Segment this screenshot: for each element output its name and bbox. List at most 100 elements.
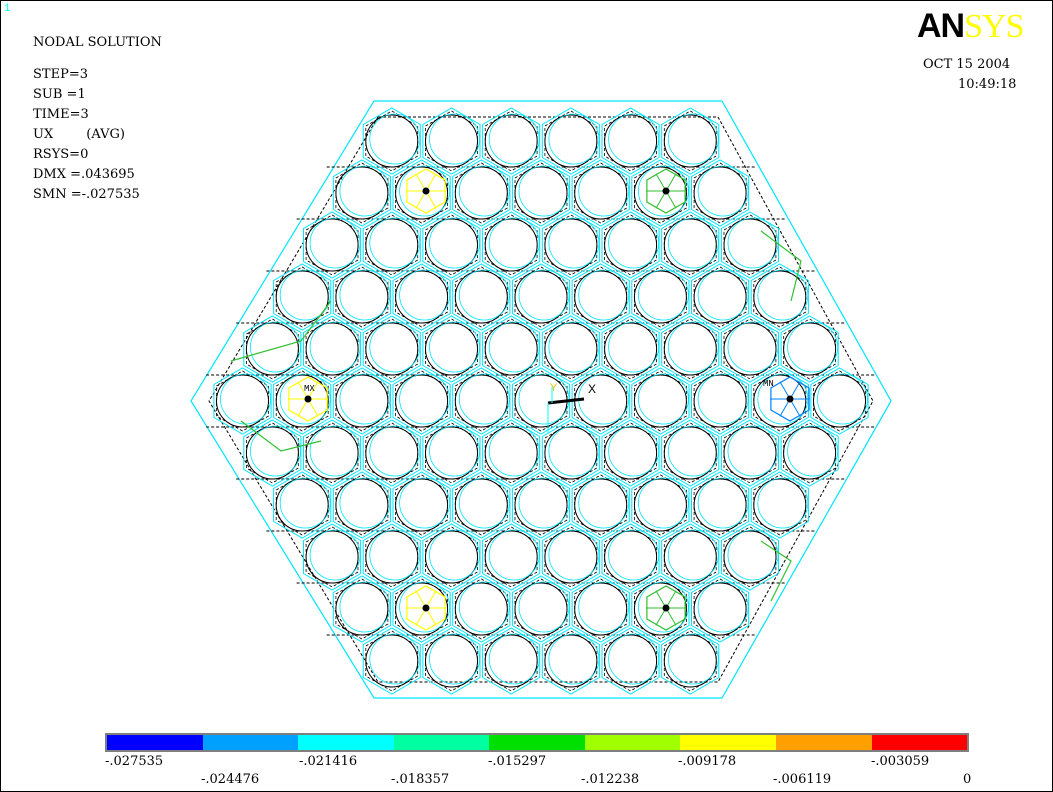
mesh-hex-cell [422,627,481,695]
mesh-pin-circle-deformed [667,113,719,165]
mesh-hex-dashed [305,318,359,380]
mesh-hex-dashed [544,422,598,484]
mesh-hex-cell [691,263,750,331]
mesh-hex-dashed [335,370,389,432]
mesh-pin-circle-deformed [458,165,510,217]
mesh-pin-circle-deformed [220,373,271,425]
mesh-pin-circle-deformed [787,321,838,373]
mesh-pin-circle [693,582,747,636]
mesh-pin-circle-deformed [697,373,749,425]
mesh-pin-circle [365,218,419,272]
mesh-hex-dashed [604,526,657,588]
mesh-pin-circle-deformed [697,269,749,321]
mesh-pin-circle [753,478,807,532]
mesh-hex-cell [720,315,779,383]
mesh-hex-cell [571,263,630,331]
mesh-hex-dashed [783,318,836,380]
mesh-pin-circle-deformed [578,373,630,425]
mesh-pin-circle [574,166,628,220]
mesh-pin-circle [633,582,687,636]
mesh-pin-circle [305,530,359,584]
window-number: 1 [4,3,11,15]
mesh-hex-dashed [634,266,687,328]
mesh-pin-circle [693,374,747,428]
mesh-hex-dashed [663,526,717,588]
mesh-pin-circle [335,166,389,220]
mesh-hex-cell [720,523,779,591]
legend-segment-6 [584,735,681,750]
mesh-hex-dashed [663,318,717,380]
mesh-pin-circle [723,530,777,584]
mesh-pin-circle-deformed [817,373,868,425]
mesh-pin-circle [633,166,687,220]
special-node-point [786,395,794,403]
mesh-hex-dashed [574,266,628,328]
mesh-hex-cell [571,159,630,227]
mesh-hex-cell [422,107,481,175]
mesh-pin-circle-deformed [429,217,480,269]
mesh-pin-circle-deformed [339,269,391,321]
contour-accent [760,230,802,302]
mesh-hex-cell [720,211,779,279]
plot-time: 10:49:18 [958,77,1017,92]
mesh-hex-cell [780,419,839,487]
mesh-hex-dashed [514,578,568,640]
mesh-pin-circle-deformed [608,113,659,165]
mesh-hex-cell [422,523,481,591]
mesh-hex-dashed [484,214,538,276]
special-node-ring [288,376,328,422]
mesh-pin-circle [454,582,508,636]
mesh-pin-circle [604,218,658,272]
legend-label-6: -.012238 [581,772,640,787]
mesh-pin-circle-deformed [608,321,659,373]
mesh-hex-dashed [693,162,747,224]
mesh-hex-dashed [634,474,687,536]
special-node-ring [406,585,446,631]
mesh-pin-circle [723,218,777,272]
status-sub: SUB =1 [33,87,86,102]
mesh-pin-circle-deformed [339,581,391,633]
mesh-hex-cell [661,523,720,591]
mesh-hex-cell [303,419,362,487]
mesh-hex-dashed [305,422,359,484]
mesh-pin-circle [723,322,777,376]
mesh-pin-circle-deformed [399,165,451,217]
mesh-hex-dashed [484,526,538,588]
mesh-pin-circle-deformed [399,581,451,633]
mesh-hex-dashed [544,110,598,172]
mesh-hex-cell [750,263,809,331]
mesh-pin-circle-deformed [727,529,779,581]
mesh-hex-cell [482,107,541,175]
mesh-hex-cell [571,367,630,435]
mesh-hex-cell [511,263,571,331]
mesh-hex-cell [362,419,421,487]
special-node-ring [646,585,686,631]
mesh-hex-cell [511,575,571,643]
mesh-pin-circle [574,270,628,324]
legend-label-8: -.006119 [773,772,832,787]
mesh-hex-cell [422,419,481,487]
mesh-hex-dashed [813,370,866,432]
axis-triad: Y X [547,382,596,433]
mesh-hex-cell [541,315,600,383]
mesh-hex-cell [273,263,332,331]
mesh-hex-cell [482,627,541,695]
mesh-hex-dashed [454,162,508,224]
mesh-hex-cell [273,367,332,435]
legend-segment-5 [489,735,585,750]
mesh-hex-dashed [425,214,478,276]
mesh-hex-dashed [634,578,687,640]
mesh-hex-dashed [753,474,807,536]
mesh-pin-circle-deformed [369,113,421,165]
mesh-pin-circle [663,322,717,376]
mesh-pin-circle [425,218,478,272]
mesh-hex-dashed [514,266,568,328]
legend-label-7: -.009178 [678,754,737,769]
legend-label-2: -.024476 [201,772,260,787]
mesh-hex-cell [362,627,421,695]
mesh-hex-dashed [484,110,538,172]
mesh-hex-cell [601,523,660,591]
mesh-hex-dashed [365,214,419,276]
mesh-pin-circle-deformed [787,425,838,477]
